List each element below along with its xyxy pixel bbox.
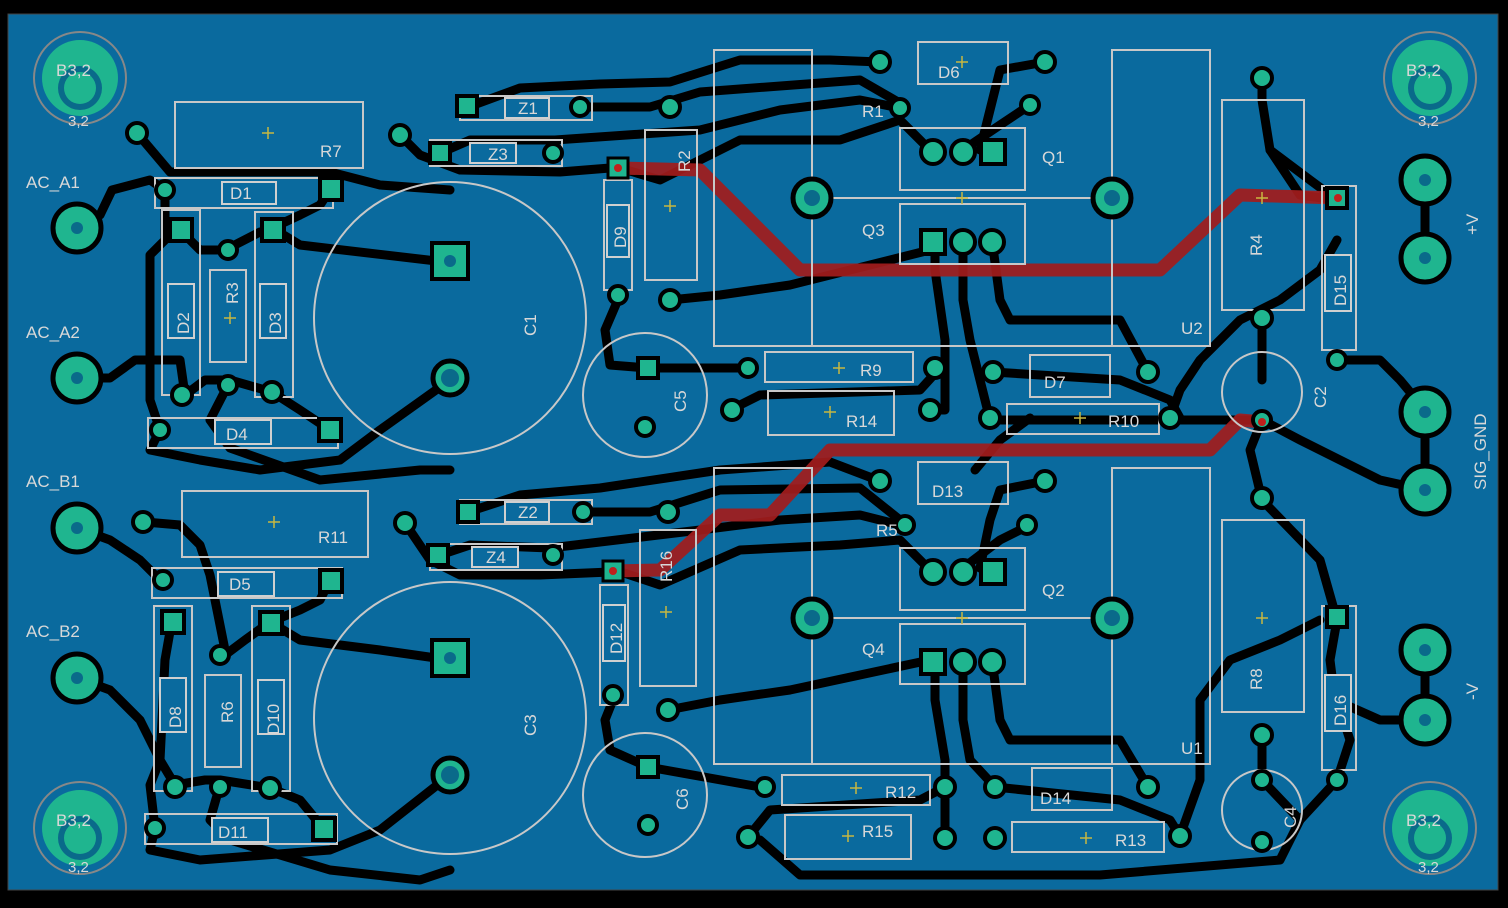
component-bodies [159, 97, 1352, 843]
label-r14: R14 [846, 412, 877, 431]
label-vplus: +V [1463, 213, 1482, 235]
label-r6: R6 [218, 701, 237, 723]
label-mount-tr-sub: 3,2 [1418, 113, 1439, 130]
label-z3: Z3 [488, 145, 508, 164]
label-d16: D16 [1331, 695, 1350, 726]
mount-hole-tr [1383, 31, 1477, 125]
label-c5: C5 [671, 390, 690, 412]
label-r5: R5 [876, 521, 898, 540]
small-pads [125, 50, 1348, 853]
origin-markers [224, 56, 1268, 844]
label-d7: D7 [1044, 373, 1066, 392]
label-q1: Q1 [1042, 148, 1065, 167]
label-d9: D9 [611, 226, 630, 248]
label-d3: D3 [266, 312, 285, 334]
label-mount-bl: B3,2 [56, 811, 91, 830]
label-mount-tl-sub: 3,2 [68, 113, 89, 130]
label-r16: R16 [657, 551, 676, 582]
label-r4: R4 [1247, 234, 1266, 256]
label-d4: D4 [226, 425, 248, 444]
label-ac-a1: AC_A1 [26, 173, 80, 192]
mount-hole-br [1383, 781, 1477, 875]
label-c2: C2 [1311, 386, 1330, 408]
label-r9: R9 [860, 361, 882, 380]
label-r13: R13 [1115, 831, 1146, 850]
label-c6: C6 [673, 788, 692, 810]
label-q3: Q3 [862, 221, 885, 240]
label-c3: C3 [521, 714, 540, 736]
label-r10: R10 [1108, 412, 1139, 431]
label-r12: R12 [885, 783, 916, 802]
label-mount-br-sub: 3,2 [1418, 859, 1439, 876]
label-r1: R1 [862, 102, 884, 121]
label-r7: R7 [320, 142, 342, 161]
label-r11: R11 [318, 528, 348, 547]
label-q2: Q2 [1042, 581, 1065, 600]
label-ac-b1: AC_B1 [26, 472, 80, 491]
label-r8: R8 [1247, 668, 1266, 690]
label-u2: U2 [1181, 319, 1203, 338]
label-r15: R15 [862, 822, 893, 841]
label-r2: R2 [675, 150, 694, 172]
label-mount-br: B3,2 [1406, 811, 1441, 830]
label-d5: D5 [229, 575, 251, 594]
label-z2: Z2 [518, 503, 538, 522]
label-c4: C4 [1281, 806, 1300, 828]
label-sig-gnd: SIG_GND [1471, 413, 1490, 490]
label-d1: D1 [230, 184, 252, 203]
label-q4: Q4 [862, 640, 885, 659]
label-d8: D8 [166, 706, 185, 728]
label-mount-bl-sub: 3,2 [68, 859, 89, 876]
label-d6: D6 [938, 63, 960, 82]
label-ac-a2: AC_A2 [26, 323, 80, 342]
label-ac-b2: AC_B2 [26, 622, 80, 641]
label-d12: D12 [607, 623, 626, 654]
mount-holes [33, 31, 1477, 875]
label-r3: R3 [223, 282, 242, 304]
label-c1: C1 [521, 314, 540, 336]
label-u1: U1 [1181, 739, 1203, 758]
label-d2: D2 [174, 312, 193, 334]
top-layer-traces [606, 161, 1345, 578]
label-d11: D11 [218, 823, 248, 842]
label-d13: D13 [932, 482, 963, 501]
label-d10: D10 [264, 704, 283, 735]
silk-labels: AC_A1 AC_A2 AC_B1 AC_B2 +V -V SIG_GND B3… [26, 61, 1490, 876]
label-mount-tl: B3,2 [56, 61, 91, 80]
label-d15: D15 [1331, 275, 1350, 306]
mount-hole-bl [33, 781, 127, 875]
pads [50, 50, 1452, 853]
label-z4: Z4 [486, 548, 506, 567]
label-z1: Z1 [518, 99, 538, 118]
label-d14: D14 [1040, 789, 1071, 808]
label-vminus: -V [1463, 682, 1482, 700]
label-mount-tr: B3,2 [1406, 61, 1441, 80]
mount-hole-tl [33, 31, 127, 125]
